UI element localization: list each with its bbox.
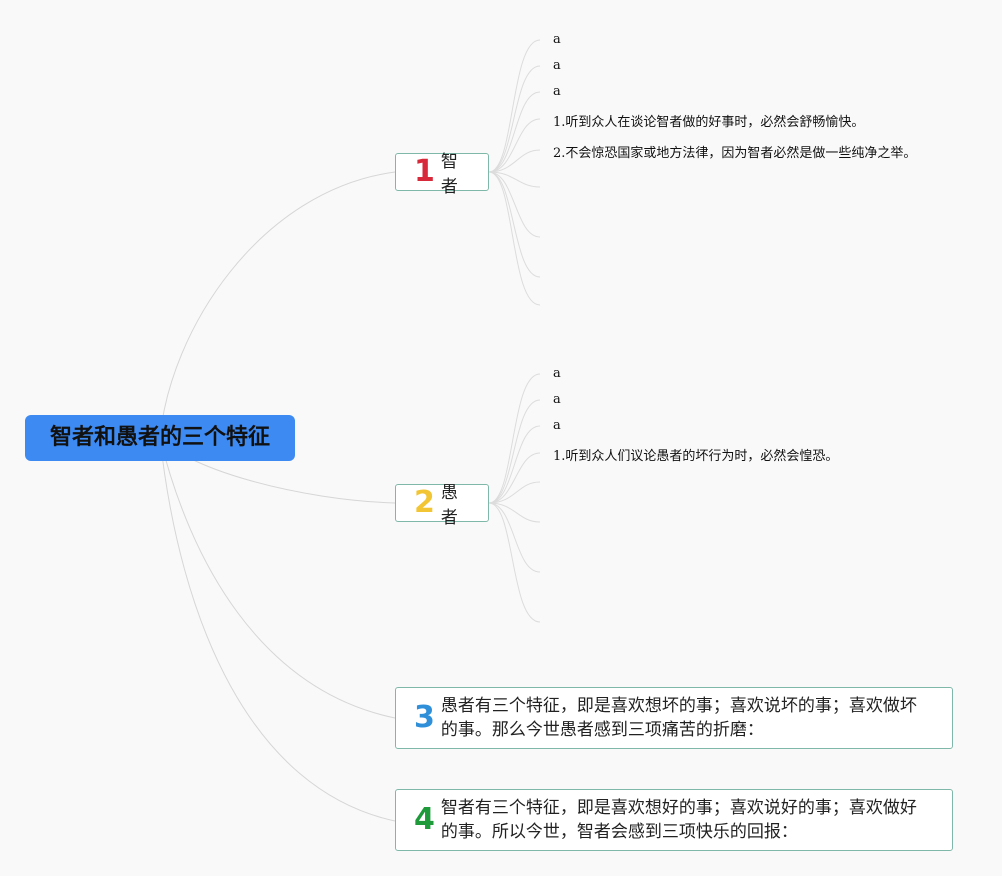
topic-2-node[interactable]: 2 愚者 <box>395 483 489 528</box>
link-t2-leaf1 <box>488 373 541 504</box>
root-topic[interactable]: 智者和愚者的三个特征 <box>25 415 295 461</box>
topic-2-leaf-4[interactable]: 1.听到众人们议论愚者的坏行为时，必然会惶恐。 <box>553 449 839 464</box>
link-root-topic4 <box>159 437 396 822</box>
topic-1-leaf-2[interactable]: a <box>553 58 561 73</box>
link-t1-leaf3 <box>488 91 541 173</box>
link-root-topic1 <box>159 171 396 439</box>
topic-2-leaf-2[interactable]: a <box>553 392 561 407</box>
number-4-icon: 4 <box>414 802 435 837</box>
link-t1-leaf1 <box>488 39 541 173</box>
link-t2-empty2 <box>488 502 541 523</box>
link-t2-empty4 <box>488 502 541 623</box>
link-t1-leaf2 <box>488 65 541 173</box>
link-t2-leaf4 <box>488 452 541 504</box>
topic-1-label: 智者 <box>440 152 458 197</box>
topic-2-leaf-1[interactable]: a <box>553 366 561 381</box>
link-t1-leaf5 <box>488 149 541 173</box>
topic-1-leaf-1[interactable]: a <box>553 32 561 47</box>
topic-1-leaf-5[interactable]: 2.不会惊恐国家或地方法律，因为智者必然是做一些纯净之举。 <box>553 146 917 161</box>
link-t2-leaf3 <box>488 425 541 504</box>
topic-4-node[interactable]: 4 智者有三个特征，即是喜欢想好的事；喜欢说好的事；喜欢做好的事。所以今世，智者… <box>395 789 953 851</box>
number-1-icon: 1 <box>414 154 435 189</box>
number-2-icon: 2 <box>414 485 435 520</box>
topic-4-label: 智者有三个特征，即是喜欢想好的事；喜欢说好的事；喜欢做好的事。所以今世，智者会感… <box>440 798 917 842</box>
link-t1-empty2 <box>488 171 541 238</box>
number-3-icon: 3 <box>414 700 435 735</box>
link-t1-leaf4 <box>488 118 541 173</box>
topic-2-leaf-3[interactable]: a <box>553 418 561 433</box>
topic-1-node[interactable]: 1 智者 <box>395 152 489 197</box>
root-title: 智者和愚者的三个特征 <box>49 425 270 450</box>
link-t2-empty3 <box>488 502 541 573</box>
link-t1-empty3 <box>488 171 541 278</box>
link-t1-empty4 <box>488 171 541 306</box>
link-t2-empty1 <box>488 481 541 504</box>
topic-1-leaf-4[interactable]: 1.听到众人在谈论智者做的好事时，必然会舒畅愉快。 <box>553 115 865 130</box>
topic-1-leaf-3[interactable]: a <box>553 84 561 99</box>
topic-3-node[interactable]: 3 愚者有三个特征，即是喜欢想坏的事；喜欢说坏的事；喜欢做坏的事。那么今世愚者感… <box>395 687 953 749</box>
topic-2-label: 愚者 <box>440 483 458 528</box>
link-t1-empty1 <box>488 171 541 188</box>
link-root-topic3 <box>159 437 396 719</box>
topic-3-label: 愚者有三个特征，即是喜欢想坏的事；喜欢说坏的事；喜欢做坏的事。那么今世愚者感到三… <box>440 696 917 740</box>
link-t2-leaf2 <box>488 399 541 504</box>
